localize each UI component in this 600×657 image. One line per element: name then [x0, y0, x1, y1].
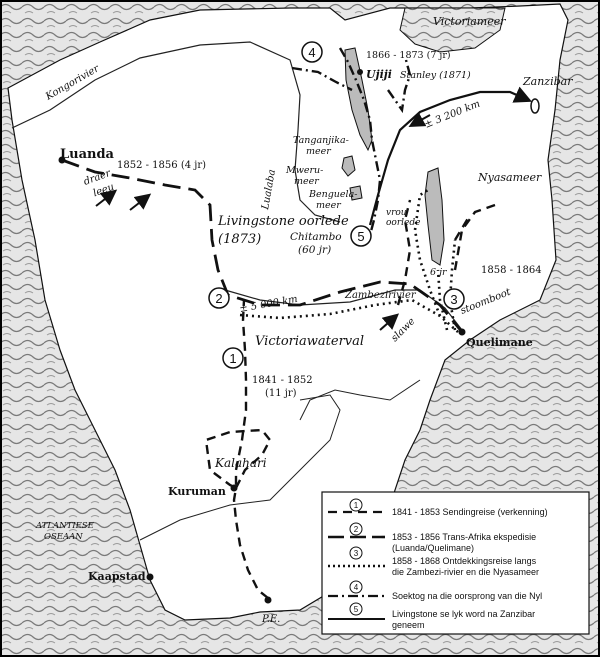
route-1-sendingreise [204, 299, 272, 599]
svg-text:die Zambezi-rivier en die Nyas: die Zambezi-rivier en die Nyasameer [392, 567, 539, 577]
africa-landmass [7, 3, 569, 621]
legend: 1 1841 - 1853 Sendingreise (verkenning) … [321, 491, 590, 635]
arrow-slawe [379, 313, 400, 331]
svg-text:3: 3 [354, 549, 359, 558]
svg-text:5: 5 [357, 229, 364, 244]
label-years-1852: 1852 - 1856 (4 jr) [117, 160, 206, 171]
svg-text:5: 5 [354, 605, 359, 614]
label-ujiji: Ujiji [366, 68, 392, 81]
svg-text:(Luanda/Quelimane): (Luanda/Quelimane) [392, 543, 474, 553]
orange-river [139, 394, 341, 541]
label-livingstone-year: (1873) [218, 232, 261, 247]
route-4-nile-search [291, 47, 412, 236]
town-dot-kuruman [230, 484, 238, 492]
label-pe: P.E. [261, 614, 280, 625]
label-stanley: Stanley (1871) [400, 70, 471, 81]
svg-text:Soektog na die oorsprong van d: Soektog na die oorsprong van die Nyl [392, 591, 542, 601]
svg-text:2: 2 [215, 291, 222, 306]
route-3-dashed-east [396, 199, 496, 306]
label-quelimane: Quelimane [466, 336, 533, 349]
lake-mweru [341, 155, 356, 177]
svg-text:1: 1 [229, 351, 236, 366]
legend-item-1: 1 1841 - 1853 Sendingreise (verkenning) [328, 498, 548, 517]
svg-text:2: 2 [354, 525, 359, 534]
route-2-trans-afrika [61, 158, 464, 333]
route-3-zambezi-nyasa [239, 188, 459, 333]
svg-text:1: 1 [354, 501, 359, 510]
svg-text:1858 - 1868 Ontdekkingsreise: 1858 - 1868 Ontdekkingsreise langs [392, 556, 537, 566]
svg-text:4: 4 [354, 583, 359, 592]
arrow-draer-1 [95, 189, 118, 207]
svg-text:1841 - 1853 Sendingreise (ver: 1841 - 1853 Sendingreise (verkenning) [392, 507, 548, 517]
label-bengwela: Benguela-meer [308, 189, 357, 211]
label-years-1866: 1866 - 1873 (7 jr) [366, 50, 451, 61]
route-marker-2: 2 [208, 287, 230, 309]
legend-item-3: 3 1858 - 1868 Ontdekkingsreise langs die… [328, 546, 539, 577]
svg-text:1853 - 1856 Trans-Afrika eksp: 1853 - 1856 Trans-Afrika ekspedisie [392, 532, 536, 542]
label-zanzibar: Zanzibar [522, 75, 573, 88]
town-dot-quelimane [458, 328, 466, 336]
svg-text:3: 3 [450, 292, 457, 307]
zanzibar-island [530, 98, 540, 114]
route-marker-3: 3 [443, 288, 465, 310]
label-kalahari: Kalahari [214, 456, 267, 470]
svg-text:Livingstone se lyk word na Zan: Livingstone se lyk word na Zanzibar [392, 609, 535, 619]
route-marker-5: 5 [350, 225, 372, 247]
town-dot-pe [264, 596, 272, 604]
arrow-draer-2 [129, 193, 152, 211]
legend-item-5: 5 Livingstone se lyk word na Zanzibar ge… [328, 602, 535, 630]
congo-river [11, 41, 341, 223]
legend-item-4: 4 Soektog na die oorsprong van die Nyl [328, 580, 542, 601]
route-marker-4: 4 [301, 41, 323, 63]
route-5-body-to-zanzibar [368, 86, 533, 226]
town-dot-luanda [58, 156, 66, 164]
label-years-1858: 1858 - 1864 [481, 265, 542, 276]
lake-nyasa [424, 167, 445, 266]
label-kaapstad: Kaapstad [88, 570, 146, 583]
svg-text:geneem: geneem [392, 620, 425, 630]
label-livingstone-died: Livingstone oorlede [217, 214, 349, 229]
town-dot-kaapstad [146, 573, 154, 581]
svg-text:4: 4 [308, 45, 315, 60]
label-victoriawaterval: Victoriawaterval [255, 334, 364, 349]
label-victoriameer: Victoriameer [433, 15, 506, 28]
label-mweru: Mweru-meer [285, 165, 323, 187]
lake-bangweulu [349, 185, 363, 201]
route-3-nyasa-branch [436, 239, 457, 331]
town-dot-ujiji [357, 69, 363, 75]
label-nyasameer: Nyasameer [477, 171, 542, 184]
arrow-zambezi-east [408, 112, 431, 127]
route-marker-1: 1 [222, 347, 244, 369]
label-chitambo: Chitambo(60 jr) [290, 231, 342, 256]
label-years-6: 6 jr [430, 267, 448, 278]
label-tanganjika: Tanganjika-meer [293, 135, 349, 157]
legend-item-2: 2 1853 - 1856 Trans-Afrika ekspedisie (L… [328, 522, 536, 553]
lake-victoria [399, 7, 506, 53]
limpopo-river [299, 379, 421, 421]
label-years-1841: 1841 - 1852(11 jr) [252, 375, 313, 399]
label-luanda: Luanda [60, 147, 115, 162]
label-kuruman: Kuruman [168, 485, 226, 498]
lake-tanganyika [344, 47, 373, 152]
label-zambezirivier: Zambezirivier [344, 290, 417, 301]
